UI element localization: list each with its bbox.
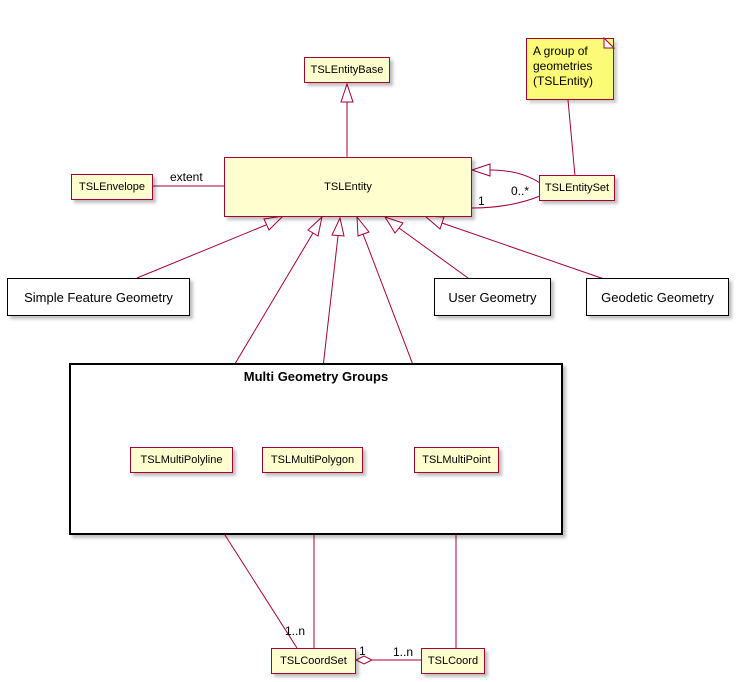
geodetic-to-entity-arrow: [423, 215, 445, 230]
entity-to-base-arrow: [340, 82, 354, 103]
class-tslentity[interactable]: TSLEntity: [224, 157, 472, 217]
multipolygon-to-entity-arrow: [331, 216, 345, 237]
usergeometry-to-entity-arrow: [383, 216, 404, 234]
class-tslcoord[interactable]: TSLCoord: [421, 648, 485, 674]
class-tslentityset[interactable]: TSLEntitySet: [539, 175, 615, 201]
simplefeature-to-entity-arrow: [263, 215, 285, 231]
label-extent: extent: [170, 170, 203, 184]
package-geodetic-geometry[interactable]: Geodetic Geometry: [586, 278, 729, 316]
group-title: Multi Geometry Groups: [243, 369, 389, 384]
multipoint-to-entity-arrow: [356, 215, 370, 237]
usergeometry-to-entity-line: [398, 227, 469, 279]
package-user-geometry[interactable]: User Geometry: [434, 278, 551, 316]
geodetic-to-entity-line: [441, 222, 608, 281]
package-simple-feature-geometry[interactable]: Simple Feature Geometry: [7, 278, 190, 316]
class-tslmultipolygon[interactable]: TSLMultiPolygon: [262, 447, 363, 473]
entityset-to-entity-arrow: [470, 163, 491, 177]
class-tslcoordset[interactable]: TSLCoordSet: [271, 648, 356, 674]
class-tslmultipoint[interactable]: TSLMultiPoint: [414, 447, 499, 473]
coordset-coord-diamond: [354, 655, 374, 665]
entityset-to-entity-line: [489, 169, 541, 184]
note-group-of-geometries: A group of geometries (TSLEntity): [526, 38, 614, 100]
simplefeature-to-entity-line: [136, 224, 267, 279]
note-line-3: (TSLEntity): [533, 74, 594, 88]
class-tslmultipolyline[interactable]: TSLMultiPolyline: [130, 447, 233, 473]
note-line-1: A group of: [533, 44, 588, 58]
label-coordset-one: 1: [359, 644, 366, 658]
class-tslenvelope[interactable]: TSLEnvelope: [71, 174, 153, 200]
note-connector: [567, 99, 576, 177]
label-polyline-coordset-mult: 1..n: [285, 624, 306, 638]
label-coordset-coord-mult: 1..n: [393, 645, 414, 659]
entityset-entity-assoc-line: [471, 195, 541, 209]
multipolyline-to-entity-arrow: [307, 215, 323, 237]
class-tslentitybase[interactable]: TSLEntityBase: [304, 57, 390, 83]
note-line-2: geometries: [533, 59, 593, 73]
label-set-mult-entity: 1: [478, 194, 485, 208]
label-set-mult-set: 0..*: [511, 184, 530, 198]
